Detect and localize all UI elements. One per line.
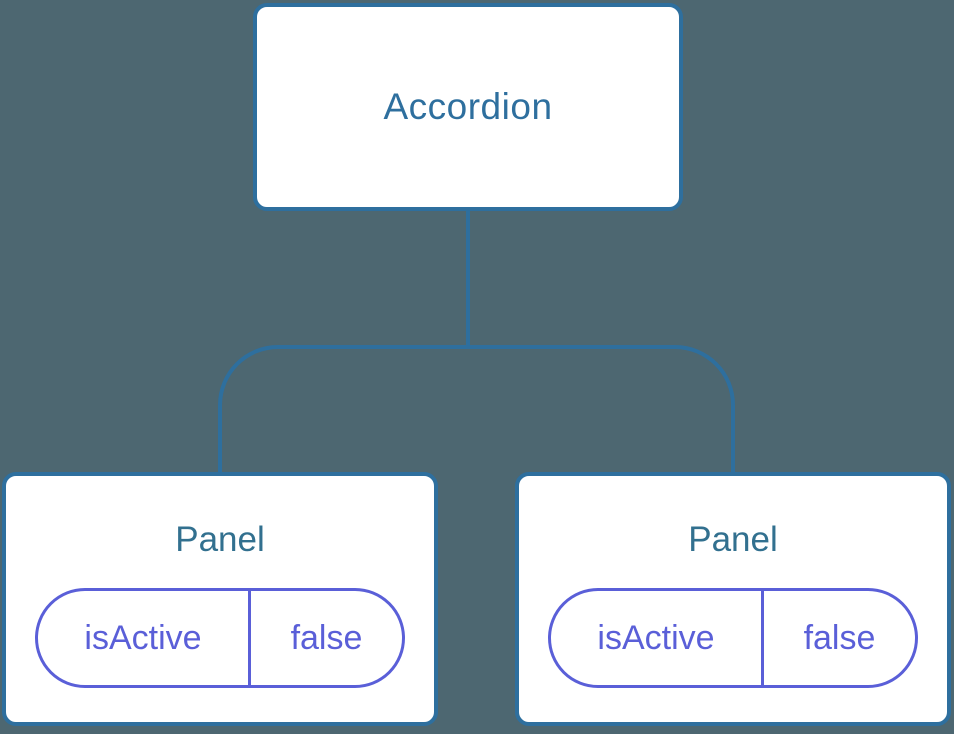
state-key: isActive — [551, 591, 764, 685]
panel-node-label: Panel — [688, 520, 778, 559]
state-badge: isActive false — [35, 588, 405, 688]
connector-branch — [218, 345, 735, 472]
state-key: isActive — [38, 591, 251, 685]
panel-node-left: Panel isActive false — [2, 472, 438, 726]
accordion-node-label: Accordion — [383, 86, 553, 127]
panel-node-right: Panel isActive false — [515, 472, 951, 726]
accordion-node: Accordion — [253, 3, 683, 211]
state-value: false — [803, 618, 876, 657]
panel-node-label: Panel — [175, 520, 265, 559]
state-value: false — [290, 618, 363, 657]
state-badge: isActive false — [548, 588, 918, 688]
connector-stem — [466, 211, 470, 349]
